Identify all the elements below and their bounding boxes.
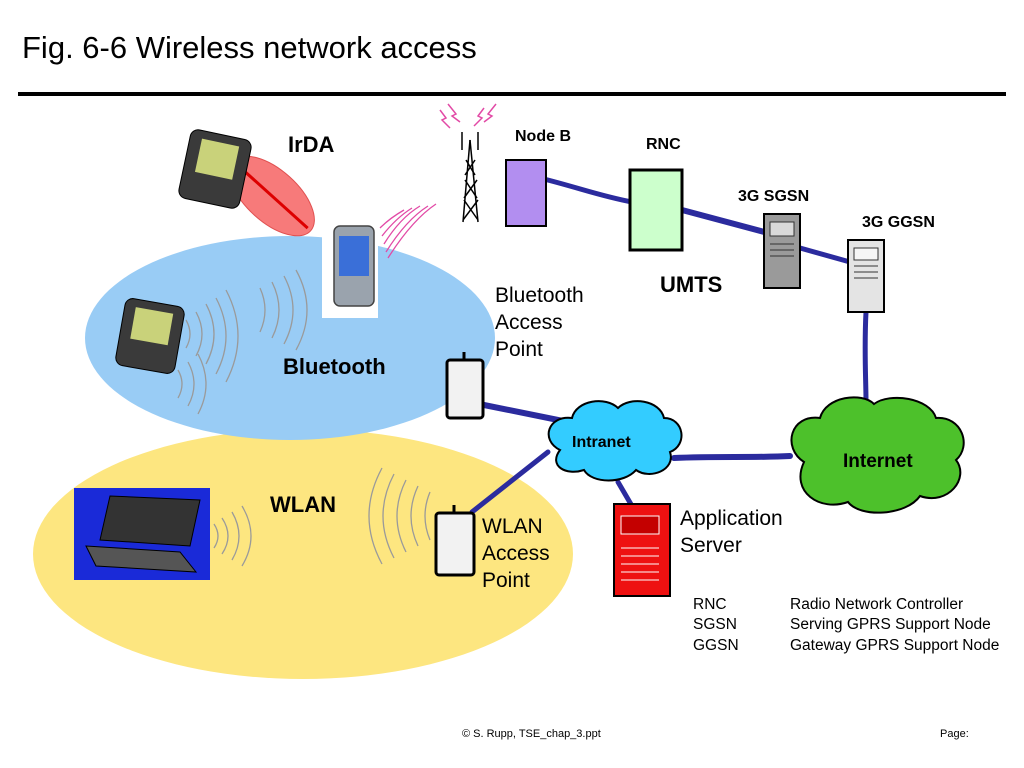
copyright-footer: © S. Rupp, TSE_chap_3.ppt (462, 728, 601, 740)
application-server-icon (613, 503, 671, 597)
bluetooth-access-point-icon (445, 352, 485, 420)
ggsn-label: 3G GGSN (862, 214, 935, 231)
abbr-definition: Serving GPRS Support Node (790, 616, 991, 633)
intranet-cloud-icon (547, 400, 683, 482)
ggsn-server-icon (847, 239, 885, 313)
wlan-access-point-label: WLAN Access Point (482, 515, 550, 592)
abbr-definition: Radio Network Controller (790, 596, 964, 613)
link-intranet-appserver (615, 479, 635, 509)
link-wlanap-intranet (469, 449, 551, 515)
abbr-term: RNC (693, 596, 727, 613)
title-divider (18, 92, 1006, 96)
internet-label: Internet (843, 451, 913, 472)
link-rnc-sgsn (679, 207, 771, 236)
pda-bluetooth-icon (115, 298, 185, 374)
wlan-access-point-icon (434, 505, 476, 577)
application-server-label: Application Server (680, 507, 783, 557)
sgsn-server-icon (763, 213, 801, 289)
link-nodeb-rnc (537, 175, 635, 205)
node-b-label: Node B (515, 128, 571, 145)
mobile-phone-icon (322, 222, 378, 318)
abbr-term: SGSN (693, 616, 737, 633)
network-links (469, 175, 869, 515)
rnc-label: RNC (646, 136, 681, 153)
signal-arcs-bluetooth (177, 269, 308, 415)
bluetooth-label: Bluetooth (283, 354, 386, 379)
laptop-icon (74, 488, 210, 580)
rnc-unit (628, 168, 684, 252)
page-title: Fig. 6-6 Wireless network access (22, 30, 477, 65)
node-b-unit (505, 159, 547, 227)
link-intranet-internet (671, 453, 793, 461)
sgsn-label: 3G SGSN (738, 188, 810, 205)
pda-irda-icon (178, 129, 252, 209)
intranet-label: Intranet (572, 434, 631, 451)
abbr-definition: Gateway GPRS Support Node (790, 637, 1000, 654)
link-sgsn-ggsn (797, 245, 853, 265)
umts-label: UMTS (660, 272, 723, 297)
signal-arcs-phone (379, 203, 437, 259)
bluetooth-access-point-label: Bluetooth Access Point (495, 284, 584, 361)
abbr-term: GGSN (693, 637, 739, 654)
irda-label: IrDA (288, 132, 335, 157)
link-ggsn-internet (862, 309, 869, 405)
antenna-tower-icon (461, 132, 479, 223)
link-btap-intranet (481, 402, 571, 425)
internet-cloud-icon (790, 396, 965, 514)
page-number-label: Page: (940, 728, 969, 740)
wlan-label: WLAN (270, 492, 336, 517)
radio-signal-icon (439, 103, 497, 129)
bluetooth-coverage-zone (85, 236, 495, 440)
signal-arcs-wlan (213, 467, 431, 567)
